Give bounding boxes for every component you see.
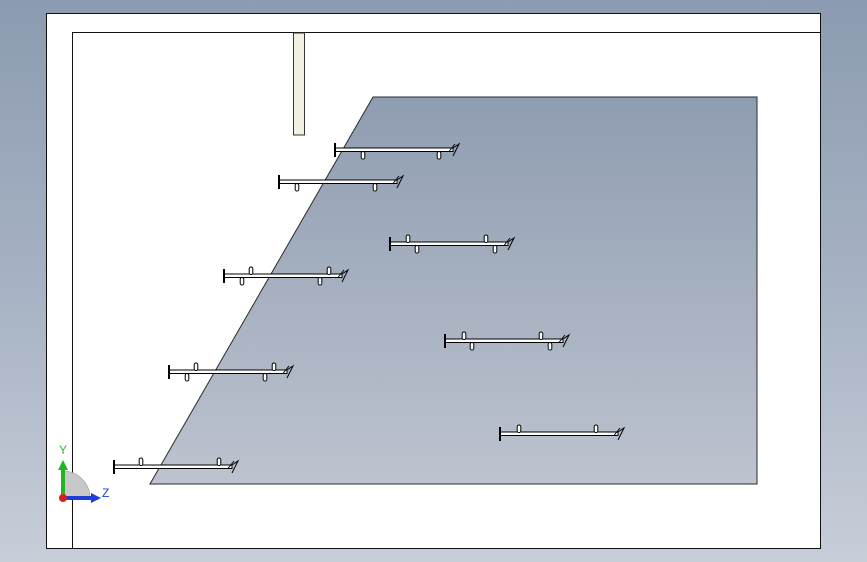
rail-hook [483, 234, 489, 243]
y-arrow-head-icon [58, 460, 68, 470]
rail-tip-bevel [282, 365, 290, 374]
rail-hook [193, 362, 199, 371]
rail-component[interactable] [278, 174, 405, 192]
rail-rod [113, 464, 233, 469]
rail-tip [286, 364, 295, 379]
rail-hook [216, 457, 222, 466]
rail-rod [223, 273, 343, 278]
rail-component[interactable] [334, 142, 461, 160]
rail-component[interactable] [113, 457, 240, 474]
rail-tip-bevel [503, 237, 511, 246]
rail-tip-bevel [448, 143, 456, 152]
inclined-plate[interactable] [149, 96, 758, 485]
rail-hook [262, 373, 268, 382]
rail-tip [231, 459, 240, 474]
rail-component[interactable] [389, 234, 516, 254]
rail-tip [617, 426, 626, 441]
rail-hook [239, 277, 245, 286]
rail-tip [507, 236, 516, 251]
rail-rod [168, 369, 288, 374]
rail-rod [278, 179, 398, 184]
rail-hook [271, 362, 277, 371]
vertical-post[interactable] [293, 32, 305, 136]
rail-tip [562, 333, 571, 348]
rail-tip [452, 142, 461, 157]
rail-hook [184, 373, 190, 382]
rail-component[interactable] [168, 362, 295, 382]
rail-tip-bevel [227, 460, 235, 469]
rail-hook [469, 342, 475, 351]
rail-hook [436, 151, 442, 160]
rail-hook [414, 245, 420, 254]
rail-hook [593, 424, 599, 433]
rail-hook [360, 151, 366, 160]
rail-hook [372, 183, 378, 192]
rail-hook [405, 234, 411, 243]
rail-tip [396, 174, 405, 189]
rail-tip-bevel [392, 175, 400, 184]
rail-hook [492, 245, 498, 254]
rail-hook [138, 457, 144, 466]
rail-component[interactable] [223, 266, 350, 286]
rail-component[interactable] [444, 331, 571, 351]
rail-hook [516, 424, 522, 433]
rail-tip-bevel [558, 334, 566, 343]
rail-component[interactable] [499, 424, 626, 441]
coordinate-triad [58, 460, 101, 503]
rail-hook [248, 266, 254, 275]
rail-rod [334, 147, 454, 152]
rail-group [113, 142, 626, 474]
rail-hook [547, 342, 553, 351]
triad-z-label: Z [102, 486, 110, 500]
z-arrow-head-icon [91, 493, 101, 503]
rail-hook [538, 331, 544, 340]
triad-y-label: Y [59, 443, 68, 457]
rail-tip-bevel [613, 427, 621, 436]
rail-hook [294, 183, 300, 192]
rail-hook [326, 266, 332, 275]
rail-hook [461, 331, 467, 340]
rail-tip [341, 268, 350, 283]
x-axis-dot-icon [59, 494, 67, 502]
rail-hook [317, 277, 323, 286]
rail-tip-bevel [337, 269, 345, 278]
inner-border [72, 32, 820, 548]
